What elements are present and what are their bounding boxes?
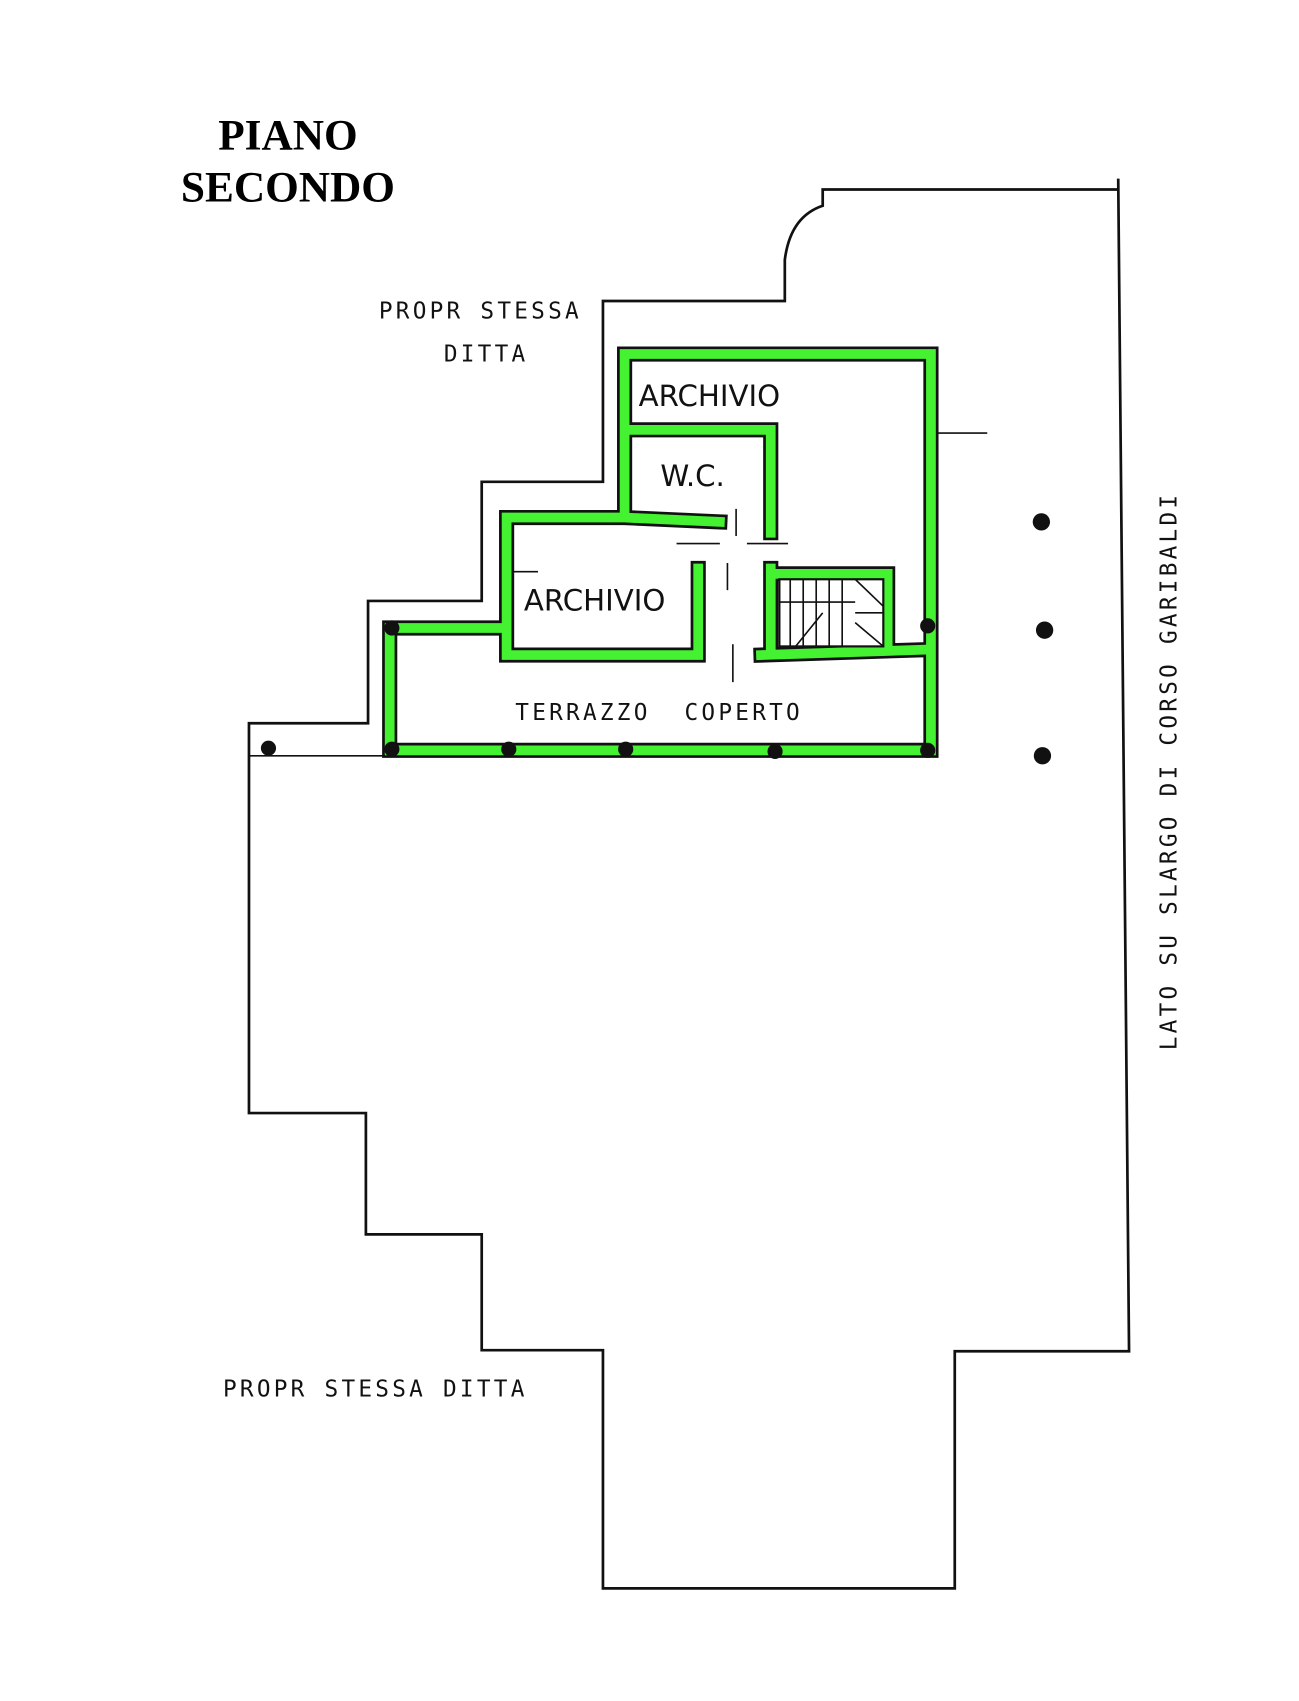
bottom-neighbor: PROPR STESSA DITTA	[223, 1377, 528, 1403]
room-labels: ARCHIVIO W.C. ARCHIVIO TERRAZZO COPERTO	[515, 379, 803, 726]
room-archivio-upper: ARCHIVIO	[639, 379, 780, 413]
column	[260, 740, 277, 756]
top-neighbor-line-2: DITTA	[444, 342, 529, 368]
column	[384, 741, 400, 757]
column	[1032, 513, 1051, 531]
neighbor-labels: PROPR STESSA DITTA PROPR STESSA DITTA LA…	[223, 298, 1183, 1402]
building-outline	[247, 178, 1131, 1590]
column	[767, 743, 783, 760]
column	[384, 620, 400, 636]
column	[1033, 747, 1052, 765]
staircase	[778, 578, 885, 648]
room-wc: W.C.	[660, 459, 725, 493]
column	[1035, 621, 1054, 639]
title-line-1: PIANO	[218, 111, 357, 159]
columns	[260, 513, 1054, 765]
column	[501, 741, 517, 757]
column	[920, 742, 936, 758]
column	[618, 741, 634, 757]
room-archivio-lower: ARCHIVIO	[524, 584, 665, 618]
room-terrace: TERRAZZO COPERTO	[515, 700, 803, 726]
top-neighbor-line-1: PROPR STESSA	[379, 298, 582, 324]
column	[920, 618, 936, 634]
walls	[382, 346, 939, 758]
title-line-2: SECONDO	[181, 163, 395, 211]
boundary-line	[248, 432, 988, 757]
title: PIANO SECONDO	[181, 111, 395, 211]
side-street-label: LATO SU SLARGO DI CORSO GARIBALDI	[1157, 492, 1183, 1051]
